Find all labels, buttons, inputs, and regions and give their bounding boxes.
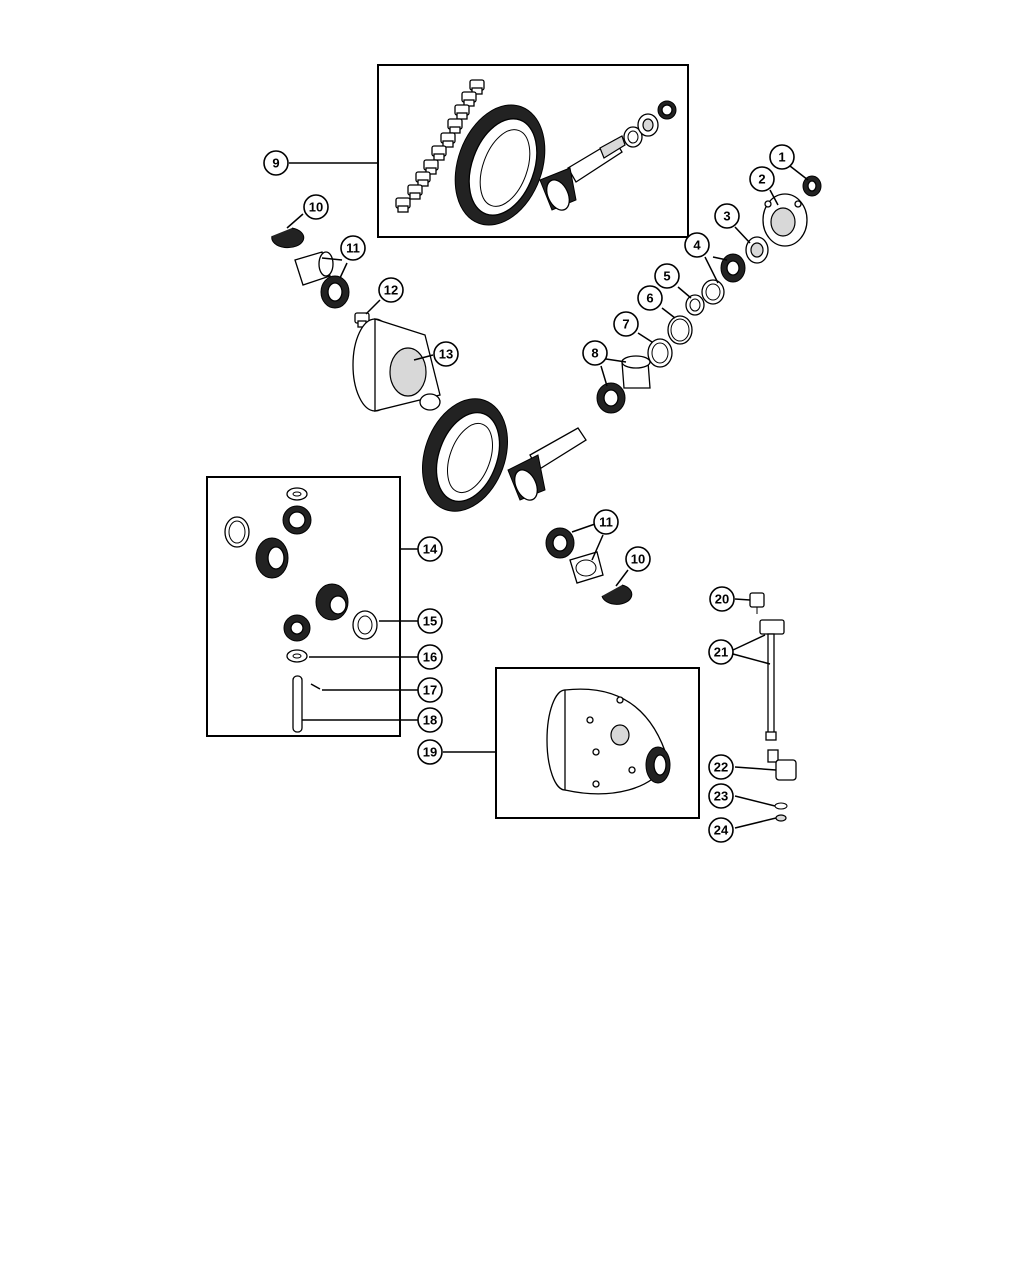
callout-7: 7 — [613, 311, 639, 337]
callout-3-label: 3 — [723, 209, 730, 224]
callout-10-left-label: 10 — [309, 200, 323, 215]
pinion-bearing-cup — [647, 338, 673, 368]
callout-16-label: 16 — [423, 650, 437, 665]
callout-10-right: 10 — [625, 546, 651, 572]
callout-11-right: 11 — [593, 509, 619, 535]
ring-gear-kit — [454, 104, 546, 226]
callout-9: 9 — [263, 150, 289, 176]
pinion-shim — [667, 315, 693, 345]
callout-14: 14 — [417, 536, 443, 562]
callout-18: 18 — [417, 707, 443, 733]
callout-15: 15 — [417, 608, 443, 634]
callout-18-label: 18 — [423, 713, 437, 728]
callout-21-label: 21 — [714, 645, 728, 660]
callout-13-label: 13 — [439, 347, 453, 362]
callout-23-label: 23 — [714, 789, 728, 804]
callout-1: 1 — [769, 144, 795, 170]
callout-12: 12 — [378, 277, 404, 303]
callout-24: 24 — [708, 817, 734, 843]
callout-21: 21 — [708, 639, 734, 665]
pinion-yoke — [762, 193, 808, 247]
callout-11-right-label: 11 — [599, 515, 613, 530]
locker-sensor — [767, 749, 797, 781]
callout-12-label: 12 — [384, 283, 398, 298]
differential-case — [352, 318, 441, 412]
callout-19: 19 — [417, 739, 443, 765]
pinion-gear — [507, 427, 587, 501]
callout-17: 17 — [417, 677, 443, 703]
callout-24-label: 24 — [714, 823, 729, 838]
callout-8-label: 8 — [591, 346, 598, 361]
callout-23: 23 — [708, 783, 734, 809]
callout-2: 2 — [749, 166, 775, 192]
ring-gear-bolts — [395, 79, 485, 213]
callout-20: 20 — [709, 586, 735, 612]
callout-1-label: 1 — [778, 150, 785, 165]
callout-7-label: 7 — [622, 317, 629, 332]
ring-pinion-kit-frame — [377, 64, 689, 238]
pinion-seal — [745, 236, 769, 264]
callout-10-left: 10 — [303, 194, 329, 220]
callout-13: 13 — [433, 341, 459, 367]
thrust-washer-pinion — [286, 649, 308, 663]
pinion-bearing-kit — [623, 100, 677, 148]
differential-gear-kit — [224, 487, 349, 642]
pinion-shaft — [292, 675, 303, 733]
callout-14-label: 14 — [423, 542, 438, 557]
leader-lines — [286, 162, 809, 829]
callout-5-label: 5 — [663, 269, 670, 284]
side-bearing-right — [545, 527, 604, 584]
locker-case-frame — [495, 667, 700, 819]
thrust-washer-side — [352, 610, 378, 640]
callout-4: 4 — [684, 232, 710, 258]
callout-2-label: 2 — [758, 172, 765, 187]
gear-kit-frame — [206, 476, 401, 737]
pinion-bearing-inner — [596, 355, 651, 414]
callout-8: 8 — [582, 340, 608, 366]
roll-pin — [310, 683, 321, 690]
callout-11-left-label: 11 — [346, 241, 360, 256]
ring-gear — [421, 398, 509, 512]
callout-3: 3 — [714, 203, 740, 229]
callout-6: 6 — [637, 285, 663, 311]
snap-ring-right — [601, 584, 633, 605]
callout-5: 5 — [654, 263, 680, 289]
callout-16: 16 — [417, 644, 443, 670]
callout-17-label: 17 — [423, 683, 437, 698]
callout-10-right-label: 10 — [631, 552, 645, 567]
pinion-nut — [802, 175, 822, 197]
snap-ring-left — [271, 227, 305, 249]
callout-4-label: 4 — [693, 238, 701, 253]
callout-9-label: 9 — [272, 156, 279, 171]
callout-20-label: 20 — [715, 592, 729, 607]
locker-wire-harness — [759, 619, 785, 741]
callout-6-label: 6 — [646, 291, 653, 306]
callout-22-label: 22 — [714, 760, 728, 775]
locker-washer — [775, 814, 787, 822]
pinion-bearing-outer — [701, 253, 746, 305]
pinion-gear-kit — [539, 135, 626, 211]
locker-o-ring — [774, 802, 788, 810]
callout-22: 22 — [708, 754, 734, 780]
collapsible-spacer — [685, 294, 705, 316]
locking-differential-case — [546, 688, 671, 795]
locker-wire-connector — [749, 592, 765, 614]
callout-15-label: 15 — [423, 614, 437, 629]
callout-19-label: 19 — [423, 745, 437, 760]
callout-11-left: 11 — [340, 235, 366, 261]
